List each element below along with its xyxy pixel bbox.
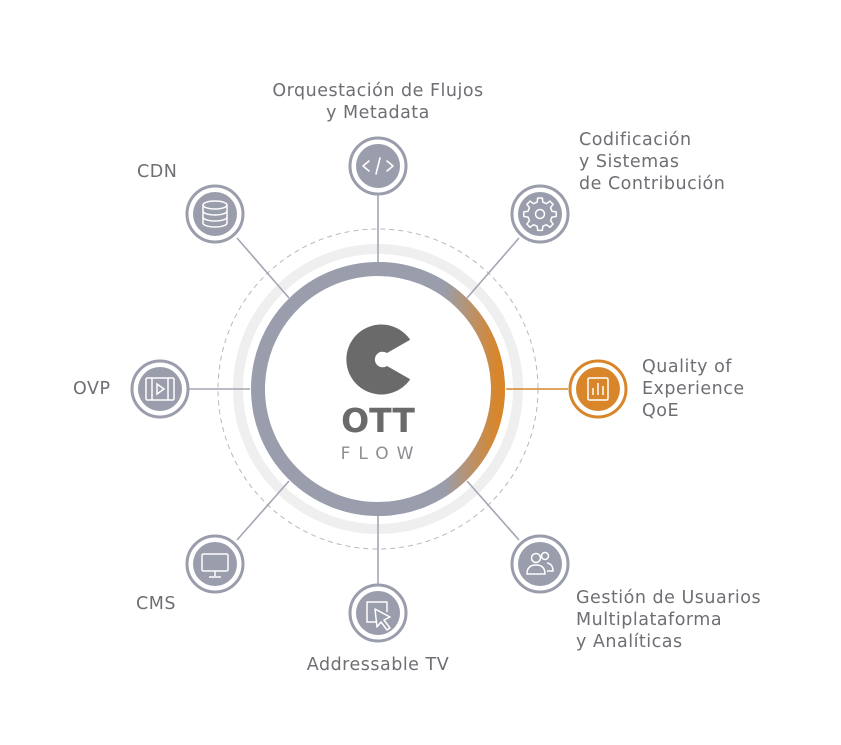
database-icon bbox=[202, 200, 228, 228]
label-cdn: CDN bbox=[137, 162, 178, 182]
label-qoe: Quality of Experience QoE bbox=[642, 357, 745, 421]
connector-codificacion bbox=[466, 237, 520, 299]
gear-icon bbox=[523, 197, 557, 232]
label-cms: CMS bbox=[136, 594, 176, 614]
label-orquestacion: Orquestación de Flujos y Metadata bbox=[272, 81, 484, 123]
video-player-icon bbox=[145, 377, 175, 401]
node-qoe[interactable] bbox=[568, 359, 628, 419]
cursor-icon bbox=[366, 601, 391, 631]
logo-c-mark bbox=[346, 324, 411, 395]
bar-chart-icon bbox=[587, 377, 609, 401]
node-orquestacion[interactable] bbox=[348, 136, 408, 196]
logo-subtitle: FLOW bbox=[341, 444, 422, 464]
logo-title: OTT bbox=[341, 401, 415, 440]
connector-gestion bbox=[466, 480, 520, 541]
label-codificacion: Codificación y Sistemas de Contribución bbox=[579, 130, 726, 194]
label-ovp: OVP bbox=[73, 379, 111, 399]
node-cms[interactable] bbox=[185, 534, 245, 594]
node-ovp[interactable] bbox=[130, 359, 190, 419]
users-icon bbox=[526, 551, 554, 575]
connector-cdn bbox=[236, 237, 290, 299]
node-codificacion[interactable] bbox=[510, 184, 570, 244]
code-icon bbox=[362, 157, 394, 175]
monitor-icon bbox=[201, 553, 229, 578]
label-addressable: Addressable TV bbox=[306, 655, 450, 675]
node-cdn[interactable] bbox=[185, 184, 245, 244]
node-gestion[interactable] bbox=[510, 534, 570, 594]
ott-flow-logo: OTT FLOW bbox=[341, 324, 422, 464]
connector-cms bbox=[236, 480, 290, 541]
label-gestion: Gestión de Usuarios Multiplataforma y An… bbox=[576, 588, 762, 652]
connectors bbox=[189, 194, 520, 584]
node-addressable[interactable] bbox=[348, 583, 408, 643]
